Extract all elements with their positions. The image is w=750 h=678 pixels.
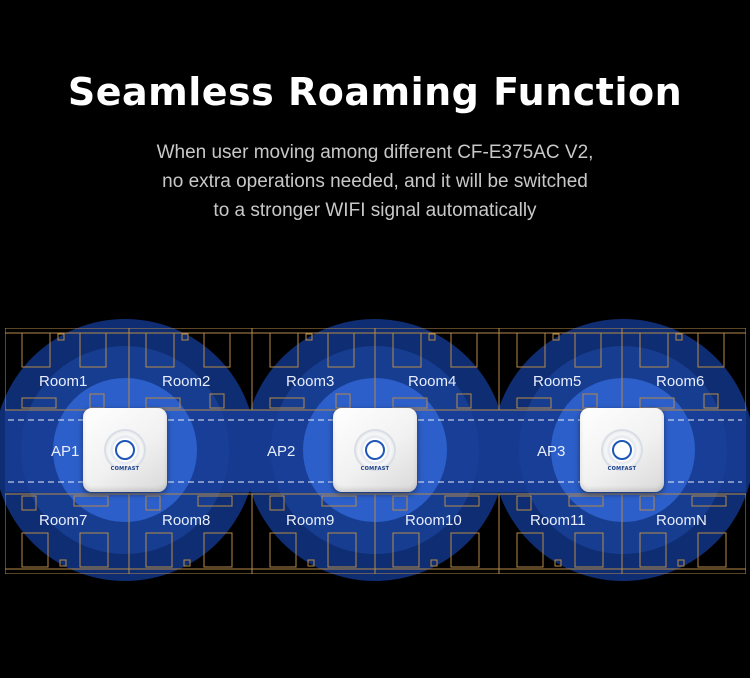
ap-label-2: AP2: [267, 443, 296, 460]
device-brand: COMFAST: [607, 466, 637, 472]
room-label: Room4: [408, 373, 457, 390]
access-point-device-2: COMFAST: [333, 408, 417, 492]
access-point-device-3: COMFAST: [580, 408, 664, 492]
subtitle-line-2: no extra operations needed, and it will …: [162, 171, 588, 192]
room-label: Room7: [39, 512, 88, 529]
room-label: Room8: [162, 512, 211, 529]
room-label: Room10: [405, 512, 462, 529]
wifi-logo-icon: [356, 431, 394, 469]
room-label: Room2: [162, 373, 211, 390]
access-point-device-1: COMFAST: [83, 408, 167, 492]
room-label: Room1: [39, 373, 88, 390]
device-brand: COMFAST: [110, 466, 140, 472]
room-label: Room3: [286, 373, 335, 390]
wifi-logo-icon: [603, 431, 641, 469]
wifi-logo-icon: [106, 431, 144, 469]
room-label: RoomN: [656, 512, 707, 529]
room-label: Room5: [533, 373, 582, 390]
page-subtitle: When user moving among different CF-E375…: [0, 138, 750, 225]
subtitle-line-1: When user moving among different CF-E375…: [156, 142, 594, 163]
room-label: Room11: [530, 512, 586, 529]
page-title: Seamless Roaming Function: [67, 70, 683, 114]
device-brand: COMFAST: [360, 466, 390, 472]
ap-label-1: AP1: [51, 443, 80, 460]
ap-label-3: AP3: [537, 443, 566, 460]
room-label: Room9: [286, 512, 335, 529]
room-label: Room6: [656, 373, 705, 390]
subtitle-line-3: to a stronger WIFI signal automatically: [213, 200, 537, 221]
